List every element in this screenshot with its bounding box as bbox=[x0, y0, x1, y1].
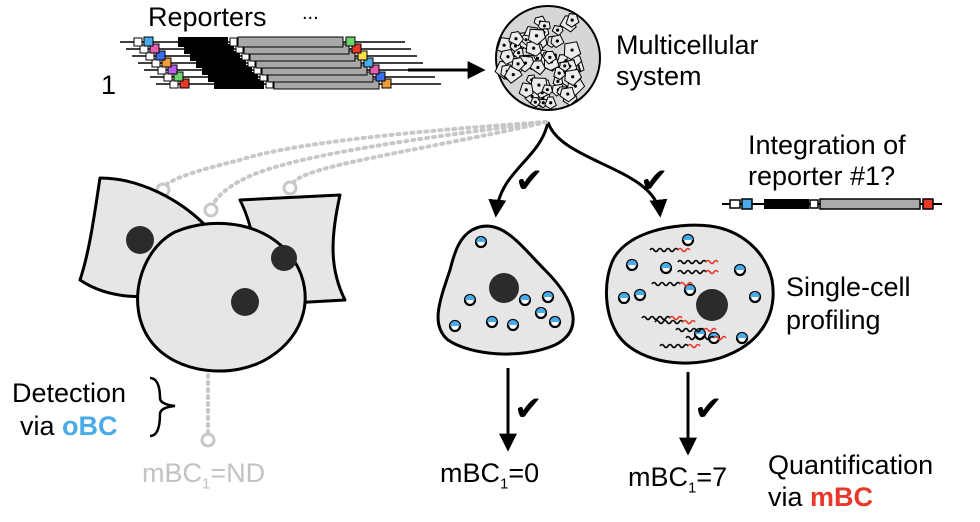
integration-label-line2: reporter #1? bbox=[748, 161, 896, 191]
reporter-construct bbox=[144, 64, 429, 76]
obc-highlight: oBC bbox=[62, 411, 118, 441]
multicellular-label-line1: Multicellular bbox=[616, 30, 759, 60]
result-left-nd: mBC1=ND bbox=[142, 458, 266, 493]
result-right-seven: mBC1=7 bbox=[628, 462, 728, 497]
reporter-construct bbox=[150, 71, 435, 83]
reporter-construct bbox=[156, 78, 441, 90]
obc-marker bbox=[735, 331, 749, 345]
obc-marker bbox=[683, 283, 697, 297]
detection-label-line2: via oBC bbox=[20, 411, 118, 441]
mbc-highlight: mBC bbox=[810, 482, 874, 512]
single-cell-label-line1: Single-cell bbox=[786, 272, 911, 302]
multicellular-label-line2: system bbox=[616, 61, 702, 91]
obc-marker bbox=[748, 290, 762, 304]
obc-marker bbox=[485, 315, 499, 329]
obc-marker bbox=[541, 290, 555, 304]
arrow-branch-right bbox=[546, 121, 668, 218]
obc-marker bbox=[659, 261, 673, 275]
multicellular-system-blob bbox=[494, 5, 601, 111]
reporter-stack bbox=[120, 36, 441, 90]
obc-marker bbox=[474, 235, 488, 249]
result-middle-zero: mBC1=0 bbox=[440, 458, 540, 493]
reporter-ellipsis: ... bbox=[302, 2, 319, 24]
dotted-links bbox=[163, 120, 548, 434]
obc-marker bbox=[506, 318, 520, 332]
obc-marker bbox=[633, 288, 647, 302]
integration-label-line1: Integration of bbox=[748, 130, 906, 160]
arrow-branch-left bbox=[488, 121, 550, 218]
single-cell-label-line2: profiling bbox=[786, 305, 881, 335]
right-cell-mrna-transcripts bbox=[641, 247, 727, 349]
integration-reporter-schematic bbox=[722, 198, 942, 210]
checkmark-branch-right: ✔ bbox=[640, 161, 669, 201]
obc-marker bbox=[534, 306, 548, 320]
obc-marker bbox=[518, 293, 532, 307]
obc-marker bbox=[548, 315, 562, 329]
cell-front bbox=[136, 221, 307, 373]
reporter-index: 1 bbox=[101, 70, 117, 100]
obc-marker bbox=[733, 263, 747, 277]
quant-label-line1: Quantification bbox=[768, 450, 934, 480]
reporters-label: Reporters bbox=[148, 2, 267, 32]
checkmark-down-middle: ✔ bbox=[514, 389, 543, 429]
obc-marker bbox=[448, 319, 462, 333]
obc-marker bbox=[681, 233, 695, 247]
reporter-construct bbox=[132, 50, 417, 62]
detection-brace bbox=[149, 376, 176, 438]
obc-marker bbox=[463, 293, 477, 307]
obc-marker bbox=[625, 258, 639, 272]
detection-label-line1: Detection bbox=[12, 378, 127, 408]
right-cell-nucleus bbox=[696, 289, 728, 321]
quant-label-line2: via mBC bbox=[768, 482, 874, 512]
left-cell-nuclei bbox=[126, 226, 297, 316]
obc-marker bbox=[617, 291, 631, 305]
reporter-construct bbox=[120, 36, 405, 48]
middle-cell-nucleus bbox=[489, 273, 519, 303]
middle-cell-obc-marks bbox=[448, 235, 562, 333]
checkmark-branch-left: ✔ bbox=[515, 161, 544, 201]
checkmark-down-right: ✔ bbox=[694, 389, 723, 429]
